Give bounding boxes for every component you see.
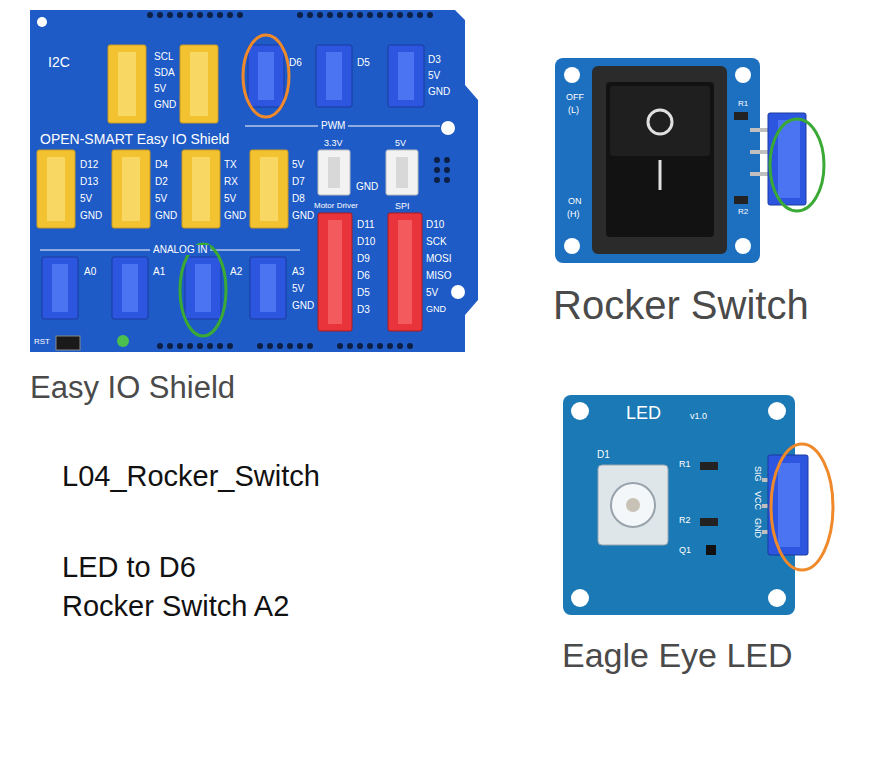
pin-label: GND [292,301,314,311]
pin-label: MISO [426,271,452,281]
pin-label: 5V [224,194,236,204]
pin-label: D4 [155,160,168,170]
pin-label: R1 [738,100,748,108]
pin-label: PWM [318,121,348,131]
pin-label: TX [224,160,237,170]
module-caption: Eagle Eye LED [562,638,793,672]
pin-label: SDA [154,68,175,78]
pin-label: SIG [753,466,762,482]
pin-label: D11 [357,220,375,230]
module-board: Rocker Switch [552,55,844,317]
pin-label: MOSI [426,254,452,264]
pin-label: GND [426,305,446,314]
pin-label: SCL [154,52,173,62]
pin-label: D9 [357,254,370,264]
pin-label: GND [356,182,378,192]
pin-label: v1.0 [690,412,707,421]
pin-label: (H) [567,210,580,219]
rocker-board [555,58,760,263]
pin-label: 5V [292,160,304,170]
pin-label: GND [292,211,314,221]
pin-label: R2 [738,208,748,216]
highlight-ring [243,35,289,117]
pin-label: D12 [80,160,98,170]
pin-label: RST [34,338,50,346]
highlight-ring [770,119,824,211]
pin-label: 5V [80,194,92,204]
pin-label: D1 [597,450,610,460]
pin-label: 5V [292,284,304,294]
pin-label: 5V [155,194,167,204]
shield-board [30,10,478,352]
pin-label: Motor Driver [314,202,358,210]
pin-label: D2 [155,177,168,187]
pin-label: RX [224,177,238,187]
pin-label: LED [626,404,661,422]
module-board: Eagle Eye LED [560,392,820,684]
pin-label: R1 [679,460,691,469]
highlight-ring [180,244,226,336]
pin-label: A2 [230,267,242,277]
pin-label: I2C [48,55,70,69]
pin-label: 3.3V [324,139,343,148]
pin-label: GND [428,87,450,97]
pin-label: 5V [426,288,438,298]
pin-label: VCC [753,491,762,510]
pin-label: GND [224,211,246,221]
module-caption: Easy IO Shield [30,372,235,403]
pin-label: D6 [289,58,302,68]
pin-label: D10 [357,237,375,247]
pin-label: GND [80,211,102,221]
pin-label: R2 [679,516,691,525]
pin-label: GND [154,100,176,110]
wiring-note: LED to D6 [62,553,196,582]
pin-label: SCK [426,237,447,247]
pin-label: Q1 [679,546,691,555]
pin-label: D6 [357,271,370,281]
pin-label: D5 [357,288,370,298]
lesson-title: L04_Rocker_Switch [62,462,320,491]
pin-label: (L) [568,106,579,115]
pin-label: ANALOG IN [150,245,210,255]
wiring-note: Rocker Switch A2 [62,592,289,621]
pin-label: GND [155,211,177,221]
pin-label: 5V [154,84,166,94]
highlight-ring [771,444,833,570]
pin-label: D5 [357,58,370,68]
pin-label: GND [753,518,762,538]
pin-label: OFF [566,93,584,102]
pin-label: D10 [426,220,444,230]
module-board: Easy IO Shield [28,8,480,410]
pin-label: OPEN-SMART Easy IO Shield [40,132,229,146]
pin-label: A3 [292,267,304,277]
module-caption: Rocker Switch [553,285,809,325]
pin-label: SPI [395,202,410,211]
pin-label: A1 [153,267,165,277]
pin-label: 5V [395,139,406,148]
pin-label: D8 [292,194,305,204]
pin-label: 5V [428,71,440,81]
pin-label: D3 [428,55,441,65]
pin-label: D3 [357,305,370,315]
led-board [563,395,795,615]
pin-label: A0 [84,267,96,277]
pin-label: D13 [80,177,98,187]
pin-label: D7 [292,177,305,187]
pin-label: ON [568,197,582,206]
